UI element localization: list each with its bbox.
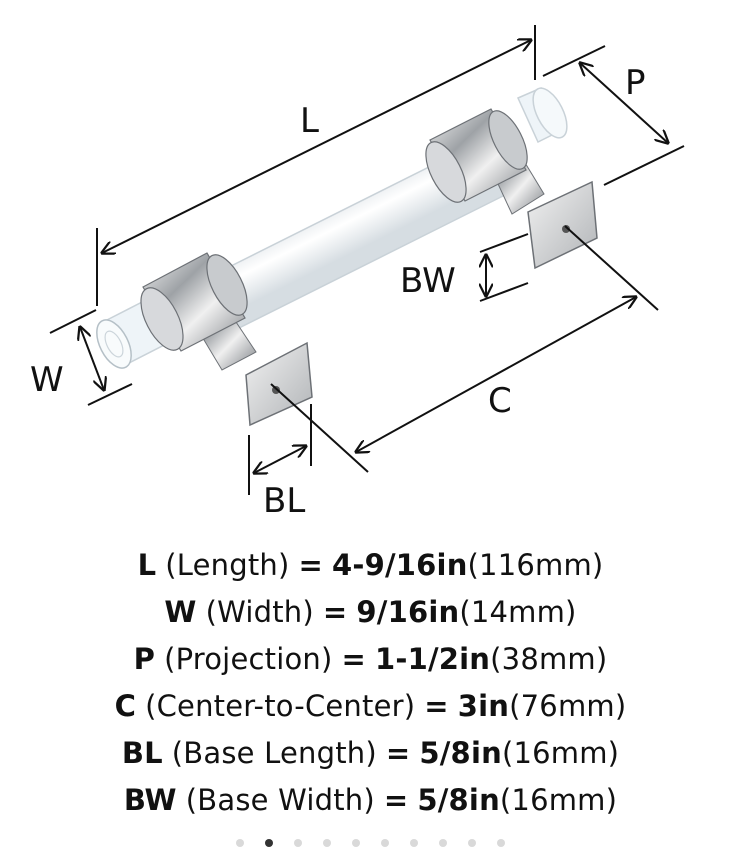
carousel-dot[interactable] [468,839,476,847]
spec-name: (Projection) [164,642,333,676]
spec-row-c: C(Center-to-Center)=3in(76mm) [0,689,741,736]
carousel-dot[interactable] [294,839,302,847]
cabinet-pull-illustration [96,87,598,427]
spec-value: 1-1/2in [375,642,491,676]
spec-equals: = [298,548,324,582]
carousel-dot[interactable] [236,839,244,847]
spec-equals: = [424,689,449,723]
spec-value: 9/16in [356,595,460,629]
spec-row-l: L(Length)=4-9/16in(116mm) [0,548,741,595]
product-dimension-diagram: L P W BW C BL [30,25,685,521]
spec-code: BW [123,783,177,817]
spec-metric: (38mm) [490,642,608,676]
spec-row-p: P(Projection)= 1-1/2in(38mm) [0,642,741,689]
spec-row-w: W(Width)=9/16in(14mm) [0,595,741,642]
spec-metric: (116mm) [467,548,604,582]
label-base-length: BL [263,481,305,521]
spec-code: W [164,595,197,629]
spec-name: (Base Length) [171,736,377,770]
carousel-dot[interactable] [439,839,447,847]
spec-equals: = [322,595,348,629]
label-length: L [300,101,319,141]
spec-code: P [133,642,156,676]
label-center-to-center: C [488,381,512,421]
carousel-pagination[interactable] [0,839,741,847]
base-length-dimension-line [254,446,306,473]
spec-metric: (76mm) [509,689,627,723]
carousel-dot[interactable] [381,839,389,847]
width-dimension-line [80,327,104,390]
center-to-center-dimension-line [356,297,636,452]
length-dimension-line [102,40,531,253]
carousel-dot[interactable] [265,839,273,847]
spec-equals: = [385,736,411,770]
label-base-width: BW [400,261,456,301]
spec-name: (Width) [205,595,314,629]
carousel-dot[interactable] [352,839,360,847]
spec-row-bw: BW(Base Width)=5/8in(16mm) [0,783,741,830]
label-width: W [30,360,64,400]
projection-dimension-line [580,63,668,143]
spec-value: 3in [457,689,510,723]
spec-name: (Length) [165,548,290,582]
spec-metric: (14mm) [459,595,577,629]
spec-metric: (16mm) [499,783,618,817]
spec-equals: = [383,783,409,817]
spec-name: (Base Width) [185,783,375,817]
base-left [245,341,313,427]
carousel-dot[interactable] [410,839,418,847]
spec-value: 5/8in [419,736,502,770]
label-projection: P [625,63,646,103]
spec-code: BL [121,736,163,770]
spec-equals: = [341,642,366,676]
spec-metric: (16mm) [501,736,620,770]
dimension-lines [49,25,685,495]
spec-row-bl: BL(Base Length)=5/8in(16mm) [0,736,741,783]
carousel-dot[interactable] [497,839,505,847]
spec-value: 5/8in [417,783,500,817]
dimension-spec-list: L(Length)=4-9/16in(116mm)W(Width)=9/16in… [0,548,741,830]
spec-value: 4-9/16in [332,548,468,582]
spec-name: (Center-to-Center) [145,689,416,723]
spec-code: C [114,689,137,723]
spec-code: L [137,548,157,582]
carousel-dot[interactable] [323,839,331,847]
